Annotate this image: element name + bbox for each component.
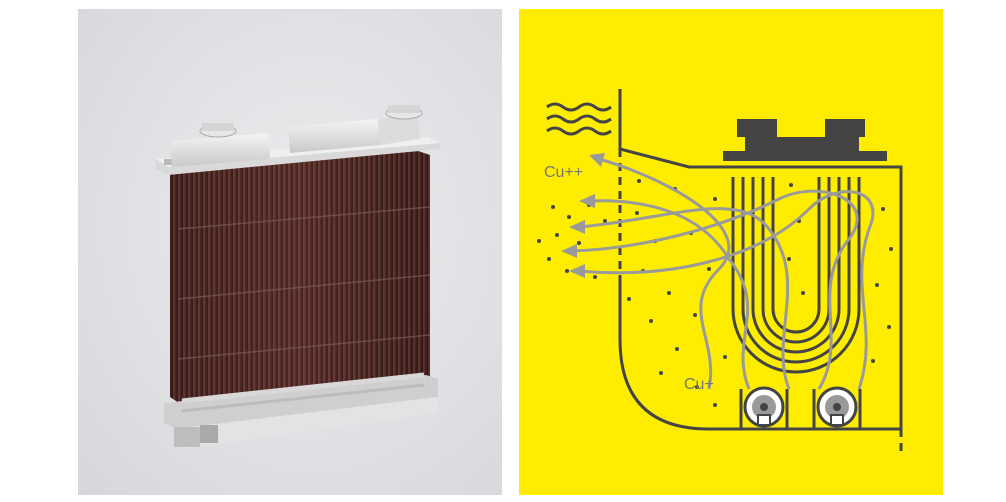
header-box-middle — [288, 119, 380, 153]
equipment-cap — [723, 119, 887, 161]
copper-ion-flow-diagram: Cu++ Cu+ — [537, 89, 903, 455]
label-cu-plus: Cu+ — [684, 376, 714, 393]
water-waves-icon — [546, 102, 612, 136]
bottom-frame — [164, 375, 438, 429]
heat-exchanger-illustration — [156, 105, 440, 449]
pump-right-icon — [812, 386, 862, 429]
product-photo — [78, 9, 502, 495]
schematic-diagram: Cu++ Cu+ — [519, 9, 943, 495]
arrow-heads — [561, 153, 605, 278]
vessel-wall — [618, 89, 903, 455]
flow-lines — [570, 157, 875, 390]
pump-left-icon — [739, 386, 789, 429]
header-box-left — [170, 133, 270, 167]
label-cu-plus-plus: Cu++ — [544, 164, 583, 181]
